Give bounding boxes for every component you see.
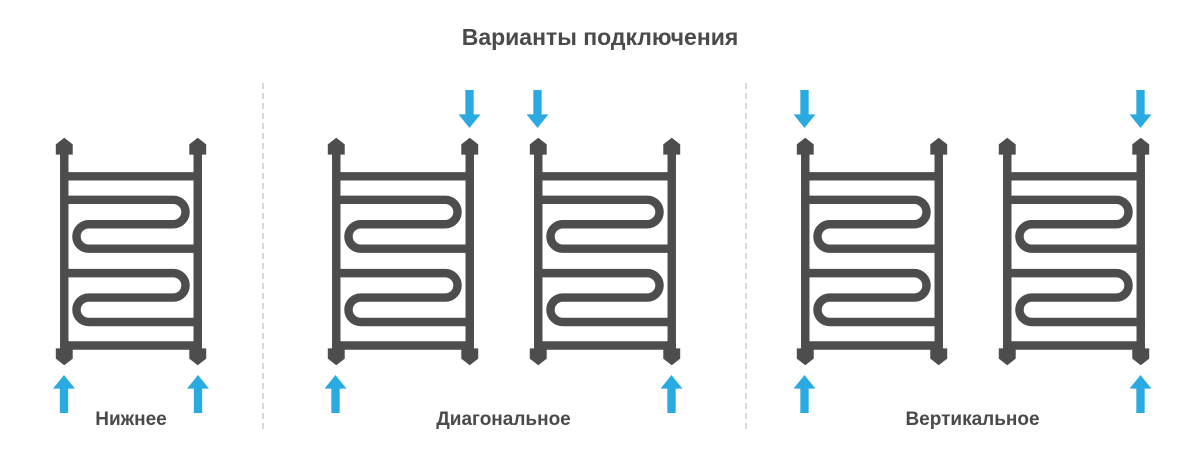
flow-arrow-up-icon — [660, 375, 683, 413]
towel-rail-icon — [525, 134, 685, 369]
section-bottom-connection: Нижнее — [0, 51, 262, 461]
flow-arrow-up-icon — [793, 375, 816, 413]
radiator-group — [792, 90, 1154, 413]
towel-rail-icon — [323, 134, 483, 369]
radiator-group — [51, 134, 211, 413]
flow-arrow-down-icon — [458, 90, 481, 128]
radiator-diagram — [525, 90, 685, 413]
radiator-diagram — [51, 134, 211, 413]
page-title: Варианты подключения — [461, 24, 739, 50]
sections-row: Нижнее Диагонально — [0, 51, 1200, 461]
flow-arrow-up-icon — [53, 375, 75, 413]
section-label: Нижнее — [95, 409, 167, 430]
section-label: Диагональное — [436, 409, 571, 430]
flow-arrow-up-icon — [187, 375, 209, 413]
section-divider — [745, 83, 747, 429]
flow-arrow-up-icon — [1129, 375, 1152, 413]
flow-arrow-down-icon — [793, 90, 816, 128]
towel-rail-icon — [51, 134, 211, 369]
radiator-diagram — [994, 90, 1154, 413]
radiator-group — [323, 90, 685, 413]
towel-rail-icon — [994, 134, 1154, 369]
flow-arrow-up-icon — [324, 375, 347, 413]
section-divider — [262, 83, 264, 429]
section-vertical-connection: Вертикальное — [745, 51, 1200, 461]
radiator-diagram — [792, 90, 952, 413]
section-diagonal-connection: Диагональное — [262, 51, 745, 461]
radiator-diagram — [323, 90, 483, 413]
flow-arrow-down-icon — [526, 90, 549, 128]
section-label: Вертикальное — [905, 409, 1040, 430]
flow-arrow-down-icon — [1129, 90, 1152, 128]
towel-rail-icon — [792, 134, 952, 369]
